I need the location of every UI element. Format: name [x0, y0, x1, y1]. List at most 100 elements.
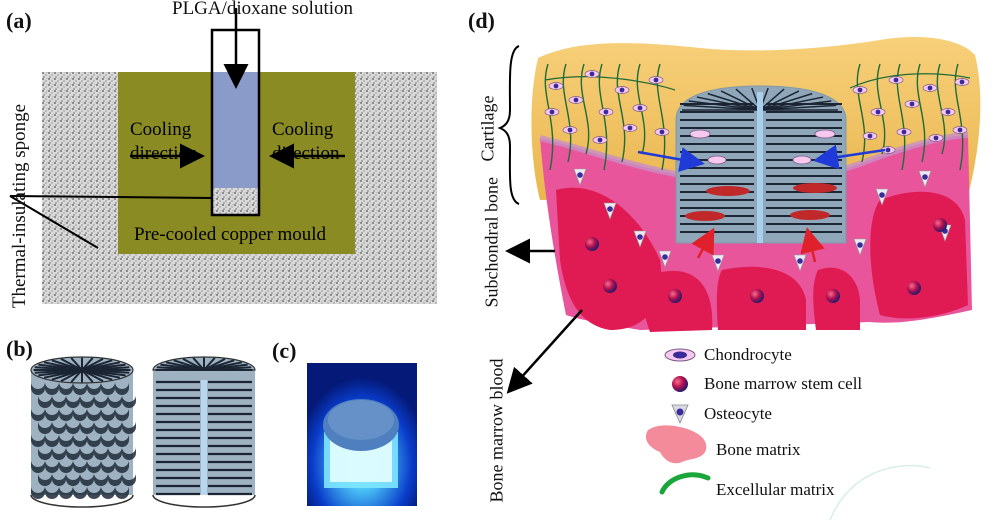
chondrocyte-nucleus: [901, 129, 907, 135]
cooling-label-right: Cooling direction: [272, 119, 340, 164]
chondrocyte-nucleus: [867, 133, 873, 139]
radial-channel: [192, 357, 205, 371]
legend-label-bone-matrix: Bone matrix: [716, 440, 801, 459]
pore: [66, 473, 80, 486]
pore: [73, 460, 87, 473]
implant-dome-channel: [759, 104, 837, 111]
panel-letter-c: (c): [272, 338, 297, 363]
implant-dome-channel: [759, 96, 824, 111]
chondrocyte-migration-arrow-left: [637, 147, 705, 172]
pore: [94, 473, 108, 486]
panel-a: [9, 8, 437, 304]
chondrocyte-migration-arrow-right: [813, 144, 886, 170]
stem-cells: [585, 218, 947, 303]
pore: [59, 408, 73, 421]
fibre: [896, 63, 906, 171]
bone-matrix-icon: [645, 425, 707, 464]
pore: [108, 395, 122, 408]
osteocyte-nucleus: [577, 172, 583, 178]
marrow-region-5: [870, 191, 968, 319]
pore: [66, 395, 80, 408]
stem-cell: [826, 289, 840, 303]
implant-dome-channel: [707, 92, 761, 111]
osteocyte-nucleus: [662, 254, 668, 260]
chondrocyte-nucleus: [945, 109, 951, 115]
chondrocyte-nucleus: [567, 127, 573, 133]
pore: [80, 395, 94, 408]
fibre: [849, 73, 971, 89]
stem-cell: [603, 279, 617, 293]
pore: [122, 395, 136, 408]
pore: [115, 486, 129, 499]
pore: [31, 408, 45, 421]
pore: [94, 421, 108, 434]
pore: [115, 434, 129, 447]
chondrocyte-nucleus: [573, 97, 579, 103]
fibre: [656, 63, 666, 171]
legend-label-extracellular-matrix: Excellular matrix: [716, 480, 835, 499]
pore: [87, 382, 101, 395]
scaffold-cylinder-porous: [30, 356, 136, 508]
chondrocyte-nucleus: [885, 147, 891, 153]
chondrocyte-nucleus: [959, 79, 965, 85]
cartilage-brace: [497, 45, 520, 205]
stem-cell: [907, 281, 921, 295]
pore: [73, 486, 87, 499]
panel-d: [497, 36, 981, 520]
extracellular-fibres: [544, 63, 971, 171]
implant-dome-channel: [735, 88, 761, 111]
osteocyte-nucleus: [637, 234, 643, 240]
pore: [52, 473, 66, 486]
chondrocyte-nucleus: [933, 135, 939, 141]
pore: [101, 408, 115, 421]
chondrocytes: [544, 70, 970, 154]
lamellar-channels: [156, 380, 252, 496]
pore-rows: [31, 382, 136, 499]
pore: [52, 447, 66, 460]
pore: [115, 382, 129, 395]
pore: [52, 421, 66, 434]
implant-dome-channel: [759, 90, 800, 111]
chondrocyte-nucleus: [927, 85, 933, 91]
radial-channel: [81, 369, 94, 383]
radial-channel: [60, 357, 83, 371]
chondrocyte-nucleus: [659, 129, 665, 135]
marrow-label: Bone marrow blood: [486, 358, 507, 503]
solution-fill: [212, 72, 259, 188]
pore: [31, 486, 45, 499]
panel-letter-d: (d): [468, 8, 495, 33]
chondrocyte-nucleus: [597, 137, 603, 143]
implant-dome-channel: [688, 100, 761, 111]
pore: [59, 434, 73, 447]
pore: [80, 447, 94, 460]
chondrocyte-nucleus: [589, 71, 595, 77]
pore: [73, 382, 87, 395]
stem-cell-icon: [672, 376, 688, 392]
legend-label-stem-cell: Bone marrow stem cell: [704, 374, 863, 393]
pore: [122, 473, 136, 486]
osteocyte-nucleus: [607, 206, 613, 212]
chondrocyte-nucleus: [875, 109, 881, 115]
osteocytes: [573, 168, 952, 272]
mould-label: Pre-cooled copper mould: [134, 224, 327, 245]
sponge-pointer-1: [9, 195, 213, 199]
pore: [45, 408, 59, 421]
implant-dome-channel: [759, 88, 785, 111]
pore: [108, 421, 122, 434]
fibre: [544, 76, 676, 91]
implant-channels: [680, 87, 842, 233]
pore: [52, 395, 66, 408]
pore: [59, 486, 73, 499]
scaffold-implant: [675, 85, 847, 244]
osteocyte-nucleus: [879, 192, 885, 198]
pore: [73, 408, 87, 421]
radial-channels-half: [155, 357, 253, 371]
pore: [122, 447, 136, 460]
legend-icons: [645, 348, 711, 495]
chondrocyte-nucleus: [549, 109, 555, 115]
pore: [122, 421, 136, 434]
solution-label: PLGA/dioxane solution: [172, 0, 354, 19]
panel-b: [30, 356, 256, 508]
pore: [80, 473, 94, 486]
panel-letter-a: (a): [6, 8, 32, 33]
